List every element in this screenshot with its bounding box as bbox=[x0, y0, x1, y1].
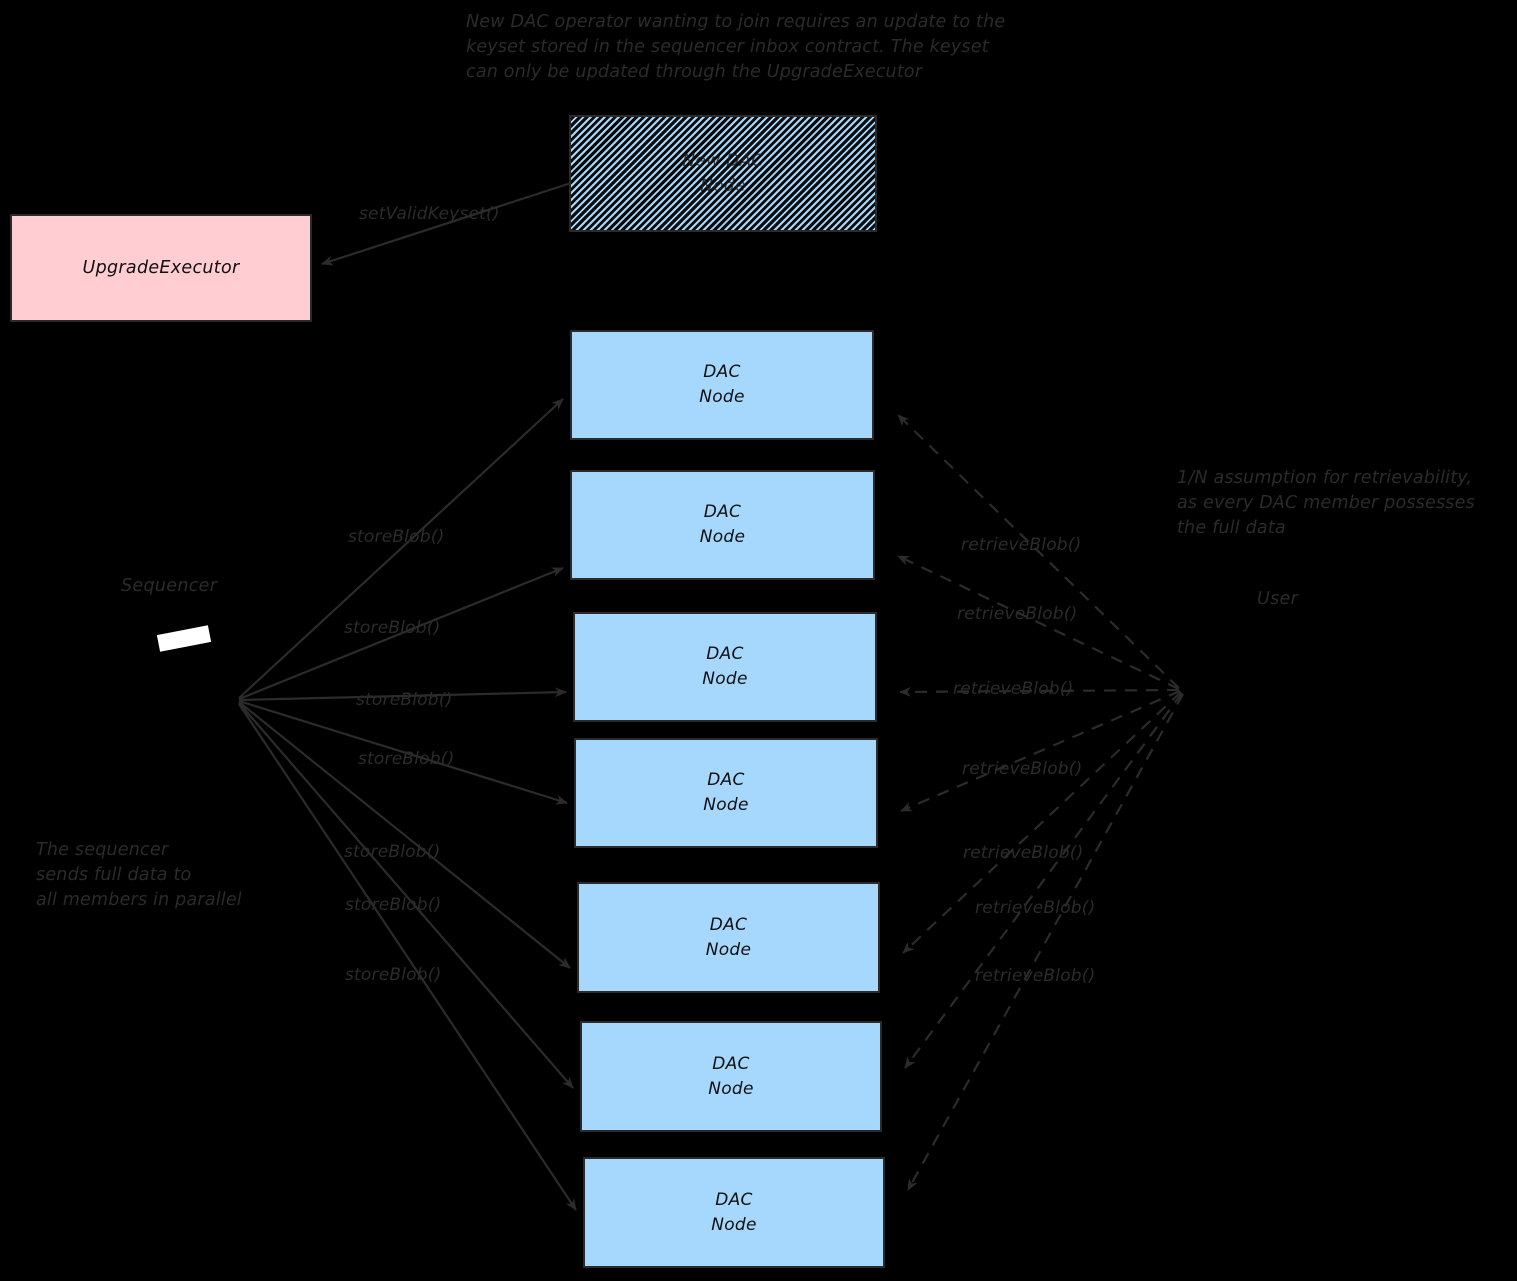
note-top: New DAC operator wanting to join require… bbox=[466, 12, 1006, 82]
dac-node-label: DAC Node bbox=[708, 1053, 754, 1099]
dac-node-4: DAC Node bbox=[574, 738, 878, 848]
edge-label-retrieve-blob-2: retrieveBlob() bbox=[957, 604, 1078, 624]
edge-store-blob-7 bbox=[238, 703, 577, 1211]
note-left-bottom: The sequencer sends full data to all mem… bbox=[36, 840, 242, 910]
edge-retrieve-blob-1 bbox=[897, 414, 1180, 689]
dac-node-2: DAC Node bbox=[570, 470, 875, 580]
edge-label-store-blob-4: storeBlob() bbox=[358, 749, 455, 769]
dac-node-5: DAC Node bbox=[577, 882, 880, 993]
edge-store-blob-2 bbox=[238, 566, 564, 701]
edge-store-blob-3 bbox=[238, 687, 567, 702]
edge-label-store-blob-5: storeBlob() bbox=[344, 842, 441, 862]
edge-store-blob-5 bbox=[238, 701, 571, 969]
edge-label-retrieve-blob-1: retrieveBlob() bbox=[961, 535, 1082, 555]
note-right: 1/N assumption for retrievability, as ev… bbox=[1177, 468, 1475, 538]
edge-retrieve-blob-5 bbox=[902, 691, 1182, 954]
edge-label-retrieve-blob-6: retrieveBlob() bbox=[975, 898, 1096, 918]
dac-node-1: DAC Node bbox=[570, 330, 874, 440]
edge-label-store-blob-2: storeBlob() bbox=[344, 618, 441, 638]
dac-node-label: DAC Node bbox=[699, 362, 745, 407]
edge-retrieve-blob-2 bbox=[897, 555, 1180, 690]
dac-node-label: DAC Node bbox=[711, 1189, 757, 1235]
dac-node-label: DAC Node bbox=[703, 770, 749, 815]
edge-label-retrieve-blob-3: retrieveBlob() bbox=[953, 679, 1074, 699]
edge-store-blob-6 bbox=[238, 702, 574, 1089]
edge-retrieve-blob-4 bbox=[900, 689, 1181, 813]
upgrade-executor-label: UpgradeExecutor bbox=[82, 258, 240, 278]
edge-retrieve-blob-7 bbox=[907, 693, 1184, 1191]
edge-label-store-blob-3: storeBlob() bbox=[356, 690, 453, 710]
edge-label-retrieve-blob-4: retrieveBlob() bbox=[962, 759, 1083, 779]
user-label: User bbox=[1257, 589, 1299, 609]
dac-node-6: DAC Node bbox=[580, 1021, 882, 1132]
new-dac-node-box: New DAC Node bbox=[569, 115, 877, 232]
edge-store-blob-4 bbox=[238, 699, 568, 805]
edge-label-set-valid-keyset: setValidKeyset() bbox=[359, 204, 500, 224]
edge-retrieve-blob-3 bbox=[899, 686, 1180, 697]
edge-label-retrieve-blob-5: retrieveBlob() bbox=[963, 843, 1084, 863]
edge-label-store-blob-6: storeBlob() bbox=[345, 895, 442, 915]
dac-node-label: DAC Node bbox=[705, 914, 752, 960]
dac-node-3: DAC Node bbox=[573, 612, 877, 722]
dac-node-7: DAC Node bbox=[583, 1157, 885, 1268]
edge-store-blob-1 bbox=[238, 398, 564, 699]
new-dac-node-label: New DAC Node bbox=[682, 150, 764, 196]
upgrade-executor-box: UpgradeExecutor bbox=[10, 214, 312, 322]
dac-node-label: DAC Node bbox=[702, 644, 748, 689]
edge-label-retrieve-blob-7: retrieveBlob() bbox=[975, 966, 1096, 986]
sequencer-label: Sequencer bbox=[121, 576, 218, 596]
dac-node-label: DAC Node bbox=[699, 502, 746, 547]
edge-retrieve-blob-6 bbox=[904, 692, 1183, 1069]
edge-label-store-blob-7: storeBlob() bbox=[345, 965, 442, 985]
edge-label-store-blob-1: storeBlob() bbox=[348, 527, 445, 547]
edge-set-valid-keyset bbox=[321, 181, 572, 266]
